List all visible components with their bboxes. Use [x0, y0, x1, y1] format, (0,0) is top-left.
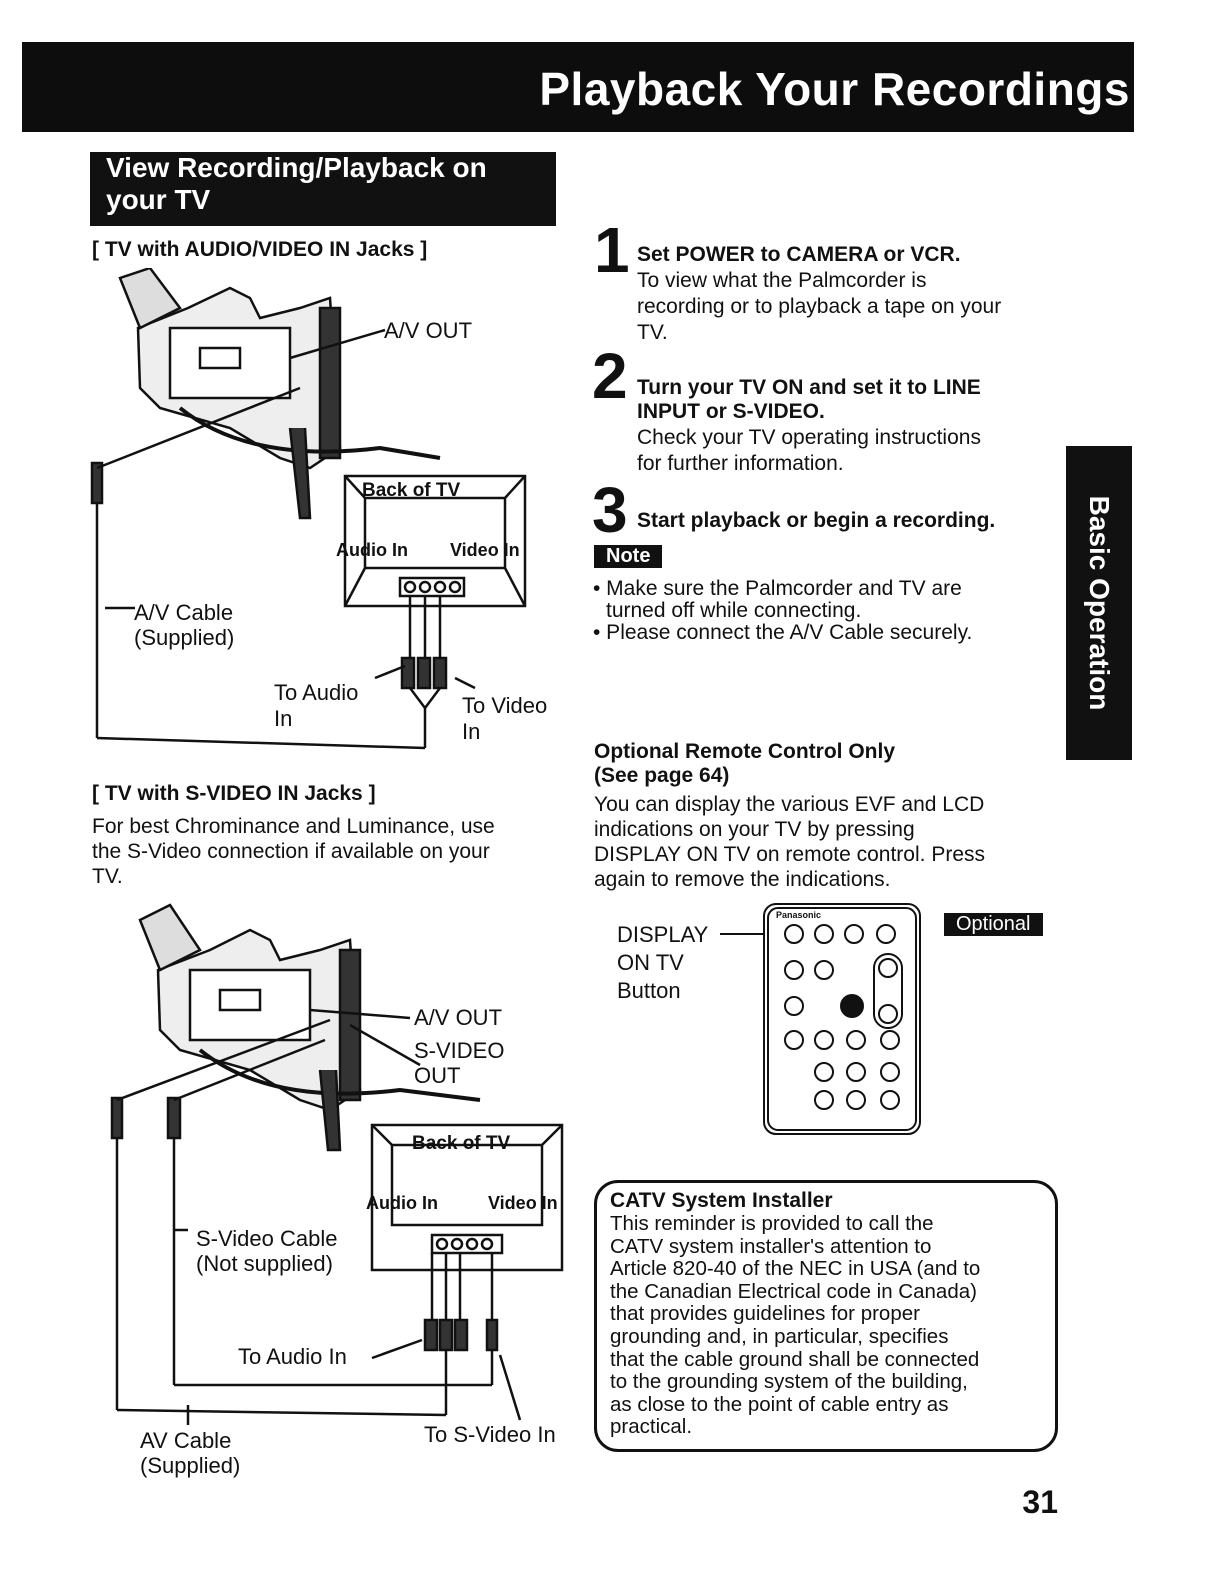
- catv-line: the Canadian Electrical code in Canada): [610, 1279, 977, 1303]
- av-out-label-2: A/V OUT: [414, 1005, 503, 1030]
- catv-line: practical.: [610, 1415, 693, 1439]
- note-item-1-line-1: • Make sure the Palmcorder and TV are: [593, 577, 962, 600]
- remote-heading-1: Optional Remote Control Only: [594, 740, 896, 763]
- step-3-number: 3: [592, 474, 628, 546]
- to-video-in-label: In: [462, 719, 481, 744]
- catv-notice-box: [594, 1180, 1058, 1452]
- av-connection-diagram: [90, 268, 527, 750]
- svideo-out-label-2: OUT: [414, 1063, 461, 1088]
- svideo-connection-diagram: [110, 903, 564, 1425]
- page-title: Playback Your Recordings: [539, 63, 1130, 115]
- remote-text-1: You can display the various EVF and LCD: [594, 793, 985, 816]
- catv-line: as close to the point of cable entry as: [610, 1392, 949, 1416]
- remote-brand: Panasonic: [776, 910, 821, 920]
- catv-line: that the cable ground shall be connected: [610, 1347, 980, 1371]
- av-out-label: A/V OUT: [384, 318, 473, 343]
- remote-heading-2: (See page 64): [594, 764, 730, 787]
- step-1-text-1: To view what the Palmcorder is: [637, 269, 927, 292]
- to-audio-in-label: In: [274, 706, 293, 731]
- av-cable-label-2: AV Cable: [140, 1428, 232, 1453]
- side-tab: [1066, 446, 1132, 760]
- step-2-title-2: INPUT or S-VIDEO.: [637, 400, 825, 423]
- optional-badge: Optional: [944, 913, 1043, 936]
- step-2-text-1: Check your TV operating instructions: [637, 426, 981, 449]
- svideo-out-label-1: S-VIDEO: [414, 1038, 505, 1063]
- to-video-label: To Video: [462, 693, 548, 718]
- step-3-title: Start playback or begin a recording.: [637, 509, 996, 532]
- supplied-label-2: (Supplied): [140, 1453, 241, 1478]
- catv-line: that provides guidelines for proper: [610, 1302, 920, 1326]
- catv-line: This reminder is provided to call the: [610, 1212, 934, 1235]
- step-1-number: 1: [594, 214, 630, 286]
- step-2-text-2: for further information.: [637, 452, 844, 475]
- step-1-text-3: TV.: [637, 321, 668, 344]
- to-audio-in-label-2: To Audio In: [238, 1344, 347, 1369]
- catv-body: This reminder is provided to call the CA…: [610, 1212, 981, 1439]
- step-1-title: Set POWER to CAMERA or VCR.: [637, 243, 961, 266]
- av-cable-label: A/V Cable: [134, 600, 234, 625]
- video-in-label: Video In: [450, 540, 520, 560]
- svideo-jacks-heading: [ TV with S-VIDEO IN Jacks ]: [92, 782, 376, 805]
- step-1-text-2: recording or to playback a tape on your: [637, 295, 1002, 318]
- remote-text-3: DISPLAY ON TV on remote control. Press: [594, 843, 985, 866]
- display-label-2: ON TV: [617, 950, 684, 975]
- svideo-text-3: TV.: [92, 865, 123, 888]
- to-audio-label: To Audio: [274, 680, 359, 705]
- display-label-1: DISPLAY: [617, 922, 709, 947]
- step-2-title-1: Turn your TV ON and set it to LINE: [637, 376, 981, 399]
- title-bar: [22, 42, 1134, 132]
- to-svideo-in-label: To S-Video In: [424, 1422, 556, 1447]
- catv-line: Article 820-40 of the NEC in USA (and to: [610, 1257, 981, 1281]
- note-label: Note: [594, 545, 663, 568]
- step-2-number: 2: [592, 340, 628, 412]
- note-item-2: • Please connect the A/V Cable securely.: [593, 621, 973, 644]
- av-jacks-heading: [ TV with AUDIO/VIDEO IN Jacks ]: [92, 238, 428, 261]
- not-supplied-label: (Not supplied): [196, 1251, 333, 1276]
- svideo-text-1: For best Chrominance and Luminance, use: [92, 815, 495, 838]
- video-in-label-2: Video In: [488, 1193, 558, 1213]
- note-item-1-line-2: turned off while connecting.: [606, 599, 862, 622]
- remote-control-illustration: Panasonic: [720, 903, 921, 1135]
- supplied-label: (Supplied): [134, 625, 235, 650]
- remote-text-2: indications on your TV by pressing: [594, 818, 915, 841]
- svideo-text-2: the S-Video connection if available on y…: [92, 840, 490, 863]
- audio-in-label-2: Audio In: [366, 1193, 438, 1213]
- catv-line: CATV system installer's attention to: [610, 1234, 932, 1258]
- back-of-tv-label: Back of TV: [362, 480, 461, 501]
- section-title-box: [90, 152, 556, 226]
- catv-title: CATV System Installer: [610, 1189, 833, 1212]
- page-number: 31: [1022, 1484, 1058, 1520]
- catv-line: to the grounding system of the building,: [610, 1370, 968, 1394]
- audio-in-label: Audio In: [336, 540, 408, 560]
- display-label-3: Button: [617, 978, 681, 1003]
- remote-text-4: again to remove the indications.: [594, 868, 891, 891]
- catv-line: grounding and, in particular, specifies: [610, 1324, 949, 1348]
- section-title: View Recording/Playback on your TV: [106, 152, 487, 215]
- side-tab-label: Basic Operation: [1084, 495, 1115, 711]
- svideo-cable-label: S-Video Cable: [196, 1226, 338, 1251]
- back-of-tv-label-2: Back of TV: [412, 1133, 511, 1154]
